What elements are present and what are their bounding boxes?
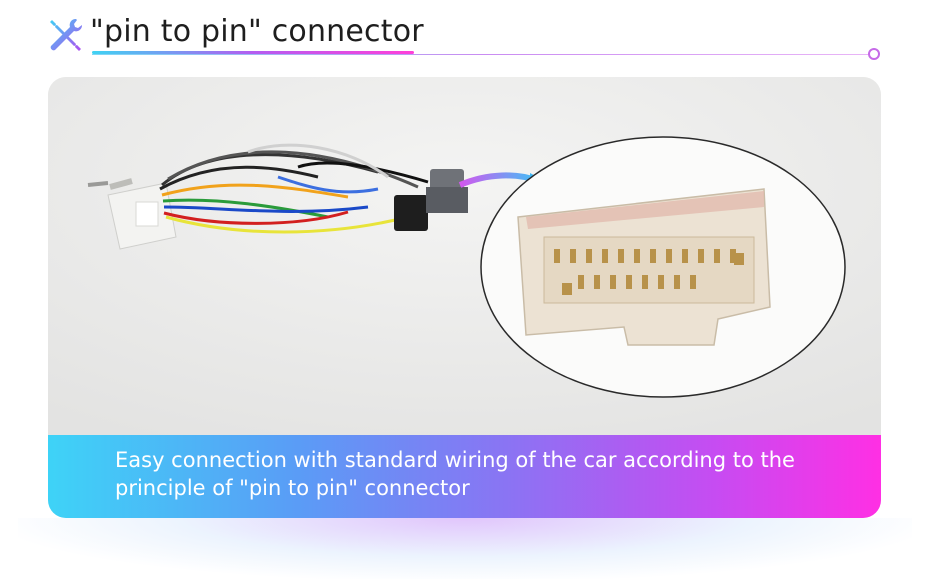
bottom-glow [18,518,912,579]
product-panel: Easy connection with standard wiring of … [48,77,881,518]
page-title: "pin to pin" connector [90,14,424,49]
divider-end-dot [868,48,880,60]
header-divider [92,54,874,55]
caption-text: Easy connection with standard wiring of … [115,446,855,502]
wire-bundle [159,143,429,234]
title-underline [92,51,414,54]
section-header: "pin to pin" connector [46,12,886,60]
wiring-harness-photo [48,77,881,437]
caption-line-1: Easy connection with standard wiring of … [115,448,795,472]
connector-closeup [517,188,771,346]
caption-line-2: principle of "pin to pin" connector [115,476,470,500]
caption-banner: Easy connection with standard wiring of … [48,435,881,518]
white-plug [87,178,177,250]
tools-icon [50,18,83,51]
black-connector [394,195,428,231]
